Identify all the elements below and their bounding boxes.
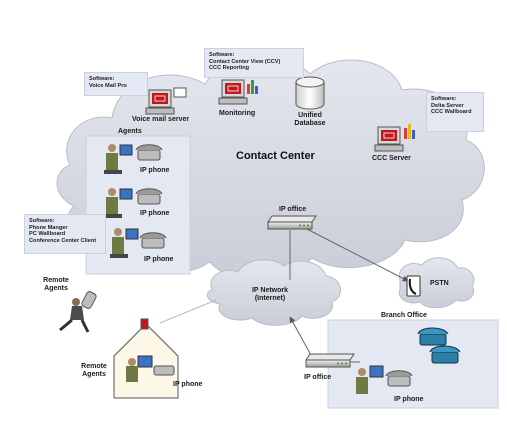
- note-line: Software:: [29, 218, 55, 224]
- ccc-server-icon: [374, 124, 415, 152]
- ip-office-top-label: IP office: [279, 206, 307, 213]
- note-line: Software:: [209, 52, 235, 58]
- branch-ip-office-label: IP office: [304, 374, 332, 381]
- branch-office-label: Branch Office: [381, 312, 427, 319]
- link-ipoffice-pstn: [304, 227, 409, 282]
- branch-office-panel: [327, 319, 499, 409]
- agents-software-note: Software: Phone Manger PC Wallboard Conf…: [24, 214, 106, 254]
- remote-mobile-agent-icon: [59, 291, 97, 333]
- voice-mail-server-label: Voice mail server: [132, 116, 190, 123]
- label-line: Agents: [82, 371, 106, 378]
- branch-ip-phone-label: IP phone: [394, 396, 424, 403]
- branch-desk-phones-icon: [417, 327, 461, 364]
- ip-network-cloud: [206, 259, 341, 326]
- note-line: Conference Center Client: [29, 237, 97, 244]
- ip-phone-label-1: IP phone: [140, 167, 170, 174]
- ip-phone-label-3: IP phone: [144, 256, 174, 263]
- home-office-icon: [113, 318, 179, 399]
- agents-label: Agents: [118, 128, 142, 135]
- ip-office-hub-icon: [267, 215, 317, 230]
- note-line: Contact Center View (CCV): [209, 58, 281, 65]
- note-line: Phone Manger: [29, 224, 68, 231]
- note-line: CCC Reporting: [209, 65, 250, 72]
- note-line: Software:: [89, 76, 115, 82]
- remote-agents-mobile-label: Remote Agents: [38, 277, 74, 293]
- monitoring-software-note: Software: Contact Center View (CCV) CCC …: [204, 48, 304, 78]
- voice-mail-server-icon: [145, 87, 187, 115]
- monitoring-icon: [218, 79, 258, 105]
- label-line: Database: [294, 120, 326, 127]
- label-line: IP Network: [251, 287, 289, 294]
- monitoring-label: Monitoring: [219, 110, 256, 117]
- pstn-label: PSTN: [430, 280, 449, 287]
- note-line: PC Wallboard: [29, 231, 66, 238]
- agent-workstation-3-icon: [110, 228, 167, 258]
- note-line: Delta Server: [431, 102, 464, 109]
- agent-workstation-1-icon: [104, 144, 163, 174]
- agent-workstation-2-icon: [104, 188, 163, 218]
- link-branch-network: [289, 316, 313, 358]
- note-line: CCC Wallboard: [431, 109, 472, 116]
- ccc-server-software-note: Software: Delta Server CCC Wallboard: [426, 92, 484, 132]
- unified-database-label: Unified Database: [290, 112, 330, 128]
- label-line: Agents: [44, 285, 68, 292]
- label-line: Unified: [298, 112, 322, 119]
- telephone-icon: [406, 275, 421, 297]
- label-line: (Internet): [254, 295, 286, 302]
- note-line: Software:: [431, 96, 457, 102]
- label-line: Remote: [43, 277, 69, 284]
- ip-network-label: IP Network (Internet): [240, 287, 300, 303]
- ccc-server-label: CCC Server: [372, 155, 411, 162]
- branch-ip-office-hub-icon: [305, 353, 355, 368]
- link-home-network: [159, 299, 217, 324]
- note-line: Voice Mail Pro: [89, 82, 127, 89]
- voice-mail-software-note: Software: Voice Mail Pro: [84, 72, 148, 96]
- remote-agents-home-label: Remote Agents: [76, 363, 112, 379]
- branch-agent-icon: [356, 365, 413, 394]
- ip-phone-label-2: IP phone: [140, 210, 170, 217]
- database-icon: [295, 76, 325, 110]
- contact-center-title: Contact Center: [236, 150, 315, 162]
- label-line: Remote: [81, 363, 107, 370]
- ip-phone-home-label: IP phone: [173, 381, 203, 388]
